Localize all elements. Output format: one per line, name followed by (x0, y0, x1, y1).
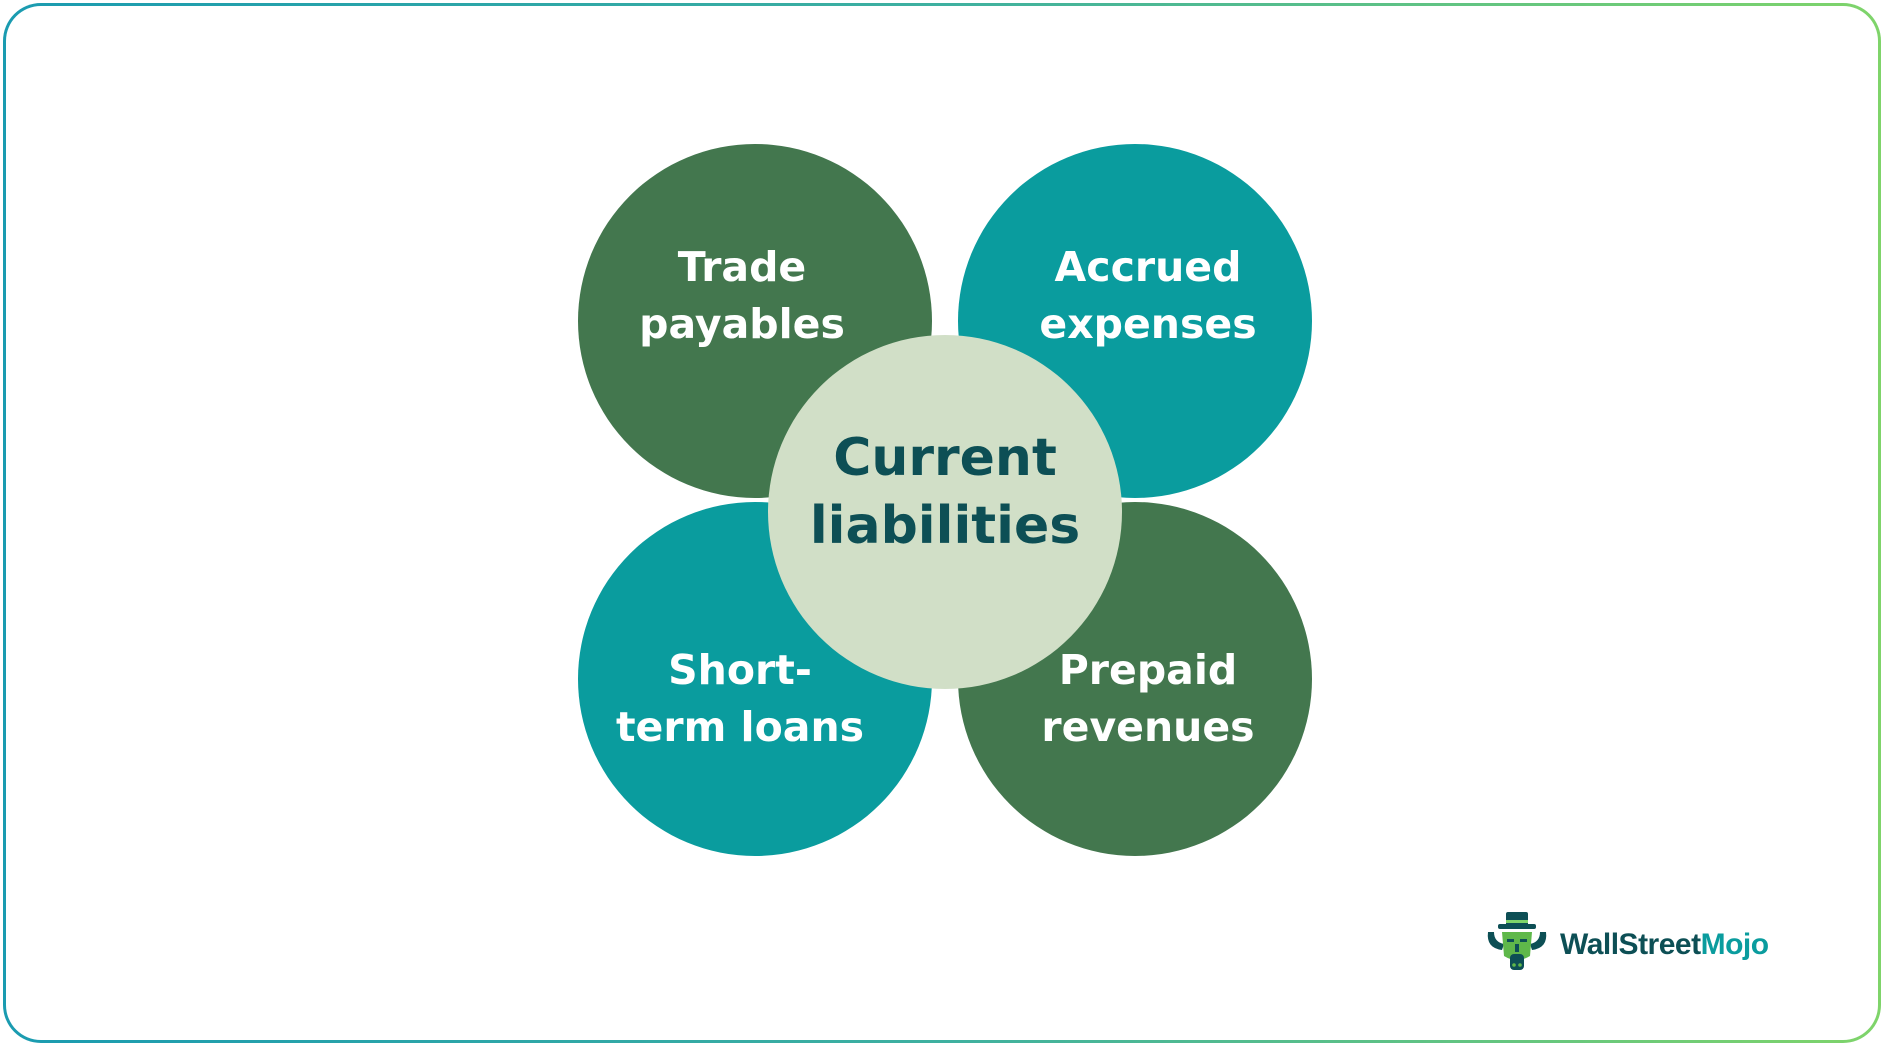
accrued-expenses-label: Accrued expenses (1039, 243, 1257, 348)
trade-payables-label: Trade payables (639, 243, 845, 348)
brand-name-part1: WallStreet (1560, 928, 1701, 961)
bull-mascot-icon (1482, 910, 1552, 980)
prepaid-revenues-label: Prepaid revenues (1041, 646, 1255, 751)
brand-name: WallStreetMojo (1560, 928, 1769, 962)
circle-current-liabilities: Current liabilities (768, 335, 1122, 689)
brand-logo: WallStreetMojo (1482, 910, 1769, 980)
current-liabilities-label: Current liabilities (809, 428, 1081, 556)
short-term-loans-label: Short- term loans (615, 646, 865, 751)
brand-name-part2: Mojo (1700, 928, 1769, 961)
circle-prepaid-revenues: Prepaid revenues (958, 502, 1312, 856)
